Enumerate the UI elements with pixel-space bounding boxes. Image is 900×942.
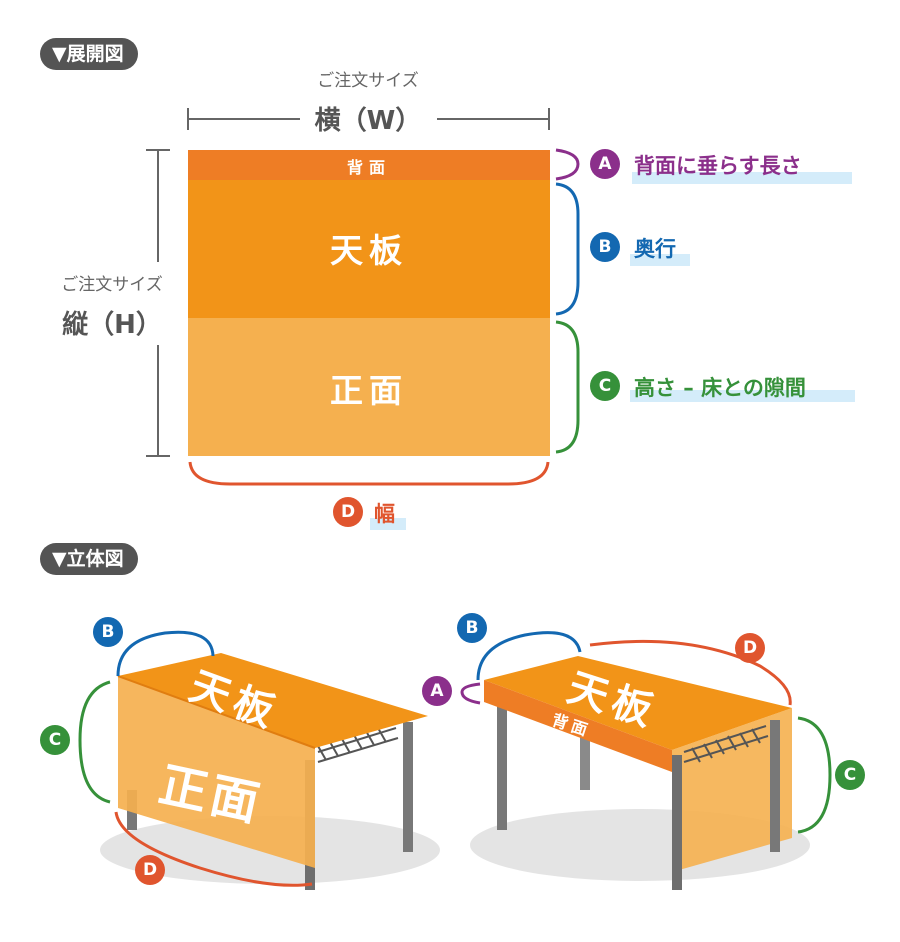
d-badge: D [333, 497, 363, 527]
c-label: 高さ – 床との隙間 [634, 376, 806, 400]
d-label: 幅 [374, 502, 395, 526]
width-caption: ご注文サイズ [317, 71, 419, 91]
c-badge: C [590, 371, 620, 401]
top-panel [188, 180, 550, 318]
a-label: 背面に垂らす長さ [634, 154, 802, 178]
b-badge: B [590, 232, 620, 262]
width-label: 横（W） [314, 106, 422, 136]
a-bracket [555, 148, 580, 181]
width-dimension-line [187, 108, 550, 130]
height-label: 縦（H） [62, 310, 162, 340]
iso-left-b-badge: B [93, 617, 123, 647]
height-dimension-line [146, 149, 170, 457]
back-panel [188, 150, 550, 180]
iso-left-c-badge: C [40, 725, 70, 755]
iso-right-c-badge: C [835, 760, 865, 790]
iso-right-d-badge: D [735, 633, 765, 663]
iso-section-label: ▼立体図 [40, 543, 138, 575]
development-section-label: ▼展開図 [40, 38, 138, 70]
b-label: 奥行 [634, 237, 676, 261]
iso-right-a-badge: A [422, 676, 452, 706]
a-badge: A [590, 149, 620, 179]
front-panel [188, 318, 550, 456]
back-panel-label: 背面 [346, 158, 391, 177]
d-bracket [188, 461, 550, 486]
iso-left-table [78, 630, 440, 890]
c-bracket [555, 320, 580, 454]
b-bracket [555, 182, 580, 316]
iso-left-d-badge: D [135, 855, 165, 885]
iso-right-b-badge: B [457, 613, 487, 643]
d-highlight [370, 518, 406, 530]
b-highlight [630, 254, 690, 266]
a-highlight [632, 172, 852, 184]
top-panel-label: 天板 [330, 231, 408, 270]
iso-right-table [460, 631, 832, 890]
height-caption: ご注文サイズ [61, 275, 163, 295]
c-highlight [630, 390, 855, 402]
front-panel-label: 正面 [330, 371, 408, 410]
